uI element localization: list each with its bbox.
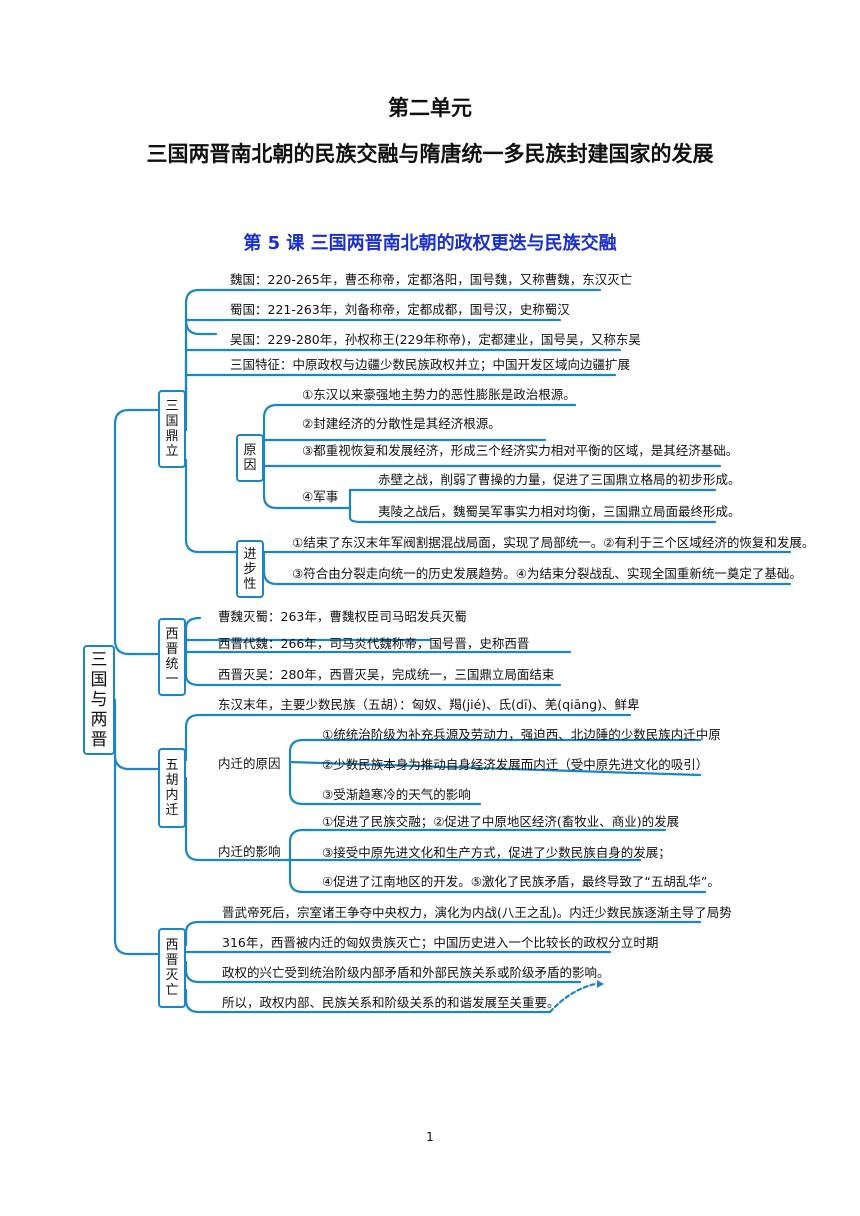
cause-node: 原因 <box>236 434 264 482</box>
cause-2: ②封建经济的分散性是其经济根源。 <box>302 416 501 431</box>
reason-1: ①统统治阶级为补充兵源及劳动力，强迫西、北边陲的少数民族内迁中原 <box>322 727 721 742</box>
reason-3: ③受渐趋寒冷的天气的影响 <box>322 787 471 802</box>
effect-label: 内迁的影响 <box>218 844 281 859</box>
wei-text: 魏国：220-265年，曹丕称帝，定都洛阳，国号魏，又称曹魏，东汉灭亡 <box>230 272 633 287</box>
wu-text: 吴国：229-280年，孙权称王(229年称帝)，定都建业，国号吴，又称东吴 <box>230 332 641 347</box>
progress-2: ③符合由分裂走向统一的历史发展趋势。④为结束分裂战乱、实现全国重新统一奠定了基础… <box>292 566 802 581</box>
effect-3: ④促进了江南地区的开发。⑤激化了民族矛盾，最终导致了“五胡乱华”。 <box>322 874 720 889</box>
reason-label: 内迁的原因 <box>218 756 281 771</box>
xijin-unify-node: 西晋统一 <box>158 618 186 696</box>
fall-4: 所以，政权内部、民族关系和阶级关系的和谐发展至关重要。 <box>222 995 560 1010</box>
cause-4-label: ④军事 <box>302 489 339 504</box>
fall-3: 政权的兴亡受到统治阶级内部矛盾和外部民族关系或阶级矛盾的影响。 <box>222 965 610 980</box>
progress-node: 进步性 <box>236 540 264 598</box>
cause-1: ①东汉以来豪强地主势力的恶性膨胀是政治根源。 <box>302 387 576 402</box>
unify-2: 西晋代魏：266年，司马炎代魏称帝，国号晋，史称西晋 <box>218 636 530 651</box>
military-2: 夷陵之战后，魏蜀吴军事实力相对均衡，三国鼎立局面最终形成。 <box>378 504 741 519</box>
unit-title: 第二单元 <box>388 96 472 120</box>
lesson-title: 第 5 课 三国两晋南北朝的政权更迭与民族交融 <box>243 233 617 254</box>
military-1: 赤壁之战，削弱了曹操的力量，促进了三国鼎立格局的初步形成。 <box>378 472 741 487</box>
effect-2: ③接受中原先进文化和生产方式，促进了少数民族自身的发展； <box>322 845 671 860</box>
xijin-fall-node: 西晋灭亡 <box>158 928 186 1008</box>
sanguo-node: 三国鼎立 <box>158 390 186 468</box>
fall-1: 晋武帝死后，宗室诸王争夺中央权力，演化为内战(八王之乱)。内迁少数民族逐渐主导了… <box>222 905 732 920</box>
page-number: 1 <box>426 1130 434 1144</box>
progress-1: ①结束了东汉末年军阀割据混战局面，实现了局部统一。②有利于三个区域经济的恢复和发… <box>292 535 815 550</box>
effect-1: ①促进了民族交融；②促进了中原地区经济(畜牧业、商业)的发展 <box>322 814 680 829</box>
unit-subtitle: 三国两晋南北朝的民族交融与隋唐统一多民族封建国家的发展 <box>146 142 714 166</box>
cause-3: ③都重视恢复和发展经济，形成三个经济实力相对平衡的区域，是其经济基础。 <box>302 443 739 458</box>
wuhu-node: 五胡内迁 <box>158 748 186 828</box>
fall-2: 316年，西晋被内迁的匈奴贵族灭亡；中国历史进入一个比较长的政权分立时期 <box>222 935 659 950</box>
unify-1: 曹魏灭蜀：263年，曹魏权臣司马昭发兵灭蜀 <box>218 609 467 624</box>
reason-2: ②少数民族本身为推动自身经济发展而内迁（受中原先进文化的吸引） <box>322 757 709 772</box>
shu-text: 蜀国：221-263年，刘备称帝，定都成都，国号汉，史称蜀汉 <box>230 302 570 317</box>
root-node: 三国与两晋 <box>83 645 115 755</box>
unify-3: 西晋灭吴：280年，西晋灭吴，完成统一，三国鼎立局面结束 <box>218 667 555 682</box>
feature-text: 三国特征：中原政权与边疆少数民族政权并立；中国开发区域向边疆扩展 <box>230 357 631 372</box>
wuhu-intro: 东汉末年，主要少数民族（五胡）：匈奴、羯(jié)、氐(dī)、羌(qiāng)… <box>218 697 640 712</box>
